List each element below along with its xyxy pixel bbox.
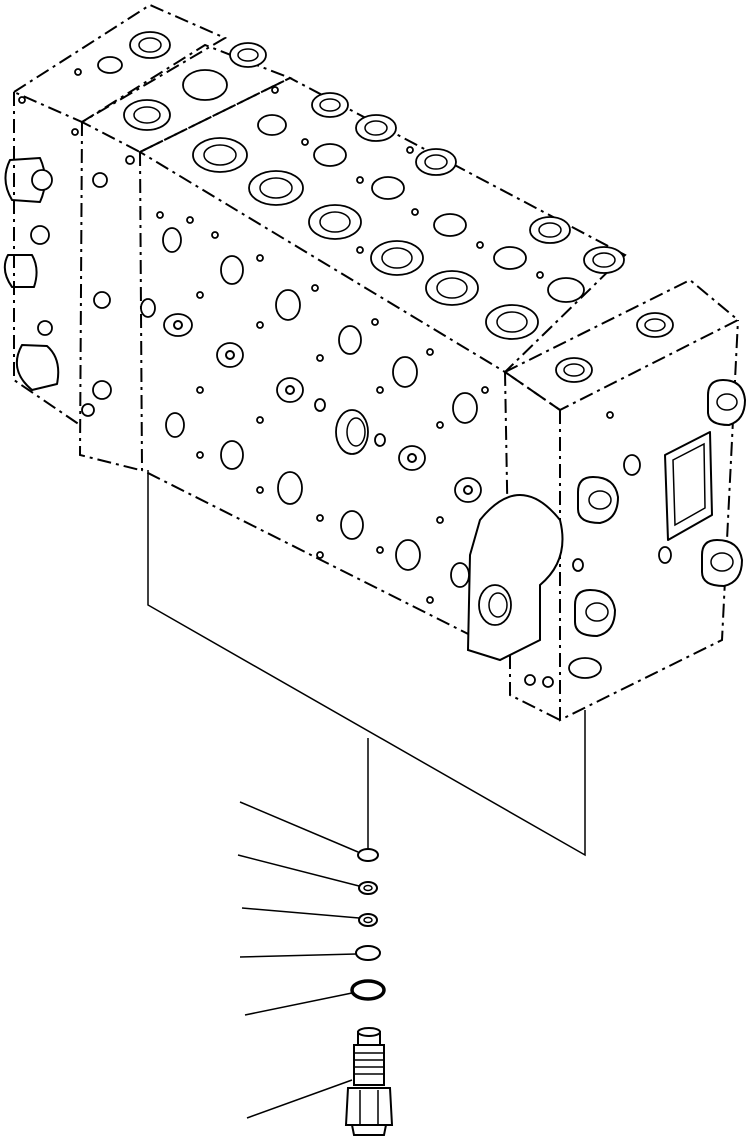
side-port: [31, 169, 53, 191]
leader-line: [244, 992, 353, 1016]
side-port: [92, 172, 108, 188]
leader-line: [239, 953, 357, 958]
front-ports: [140, 211, 489, 604]
top-ports: [18, 31, 674, 383]
side-boss-1: [4, 157, 46, 203]
backup-ring: [237, 854, 378, 895]
o-ring-2: [241, 907, 378, 927]
side-boss-3: [15, 344, 60, 391]
hex-plug: [707, 378, 747, 427]
leader-line: [237, 854, 360, 887]
hex-plug: [574, 588, 617, 638]
leader-line: [239, 801, 359, 853]
leader-line: [241, 907, 360, 919]
hex-plug: [701, 538, 744, 588]
o-ring-1: [239, 801, 379, 862]
leader-line: [246, 1079, 353, 1119]
end-cover-plate: [664, 431, 713, 541]
boss-port: [478, 584, 512, 626]
end-boss: [466, 494, 564, 662]
hex-plug: [577, 475, 620, 525]
lower-flange: [509, 655, 561, 721]
side-port: [37, 320, 53, 336]
side-port: [93, 291, 111, 309]
assembly-line-outer: [147, 470, 586, 857]
end-block-side: [559, 319, 739, 722]
side-port: [81, 403, 95, 417]
end-block-edge: [504, 371, 561, 411]
relief-valve-cartridge: [246, 1027, 394, 1136]
side-boss-2: [3, 254, 38, 288]
control-valve-body: [3, 3, 747, 722]
o-ring-4: [244, 979, 386, 1016]
side-port: [30, 225, 50, 245]
mid-section-side: [78, 121, 141, 471]
end-block-top: [503, 278, 740, 412]
assembly-lines: [147, 470, 586, 857]
main-top-face: [137, 76, 627, 374]
rear-section-top: [11, 3, 228, 124]
side-port: [92, 380, 112, 400]
o-ring-3: [239, 945, 381, 961]
rear-section-side: [13, 92, 81, 426]
